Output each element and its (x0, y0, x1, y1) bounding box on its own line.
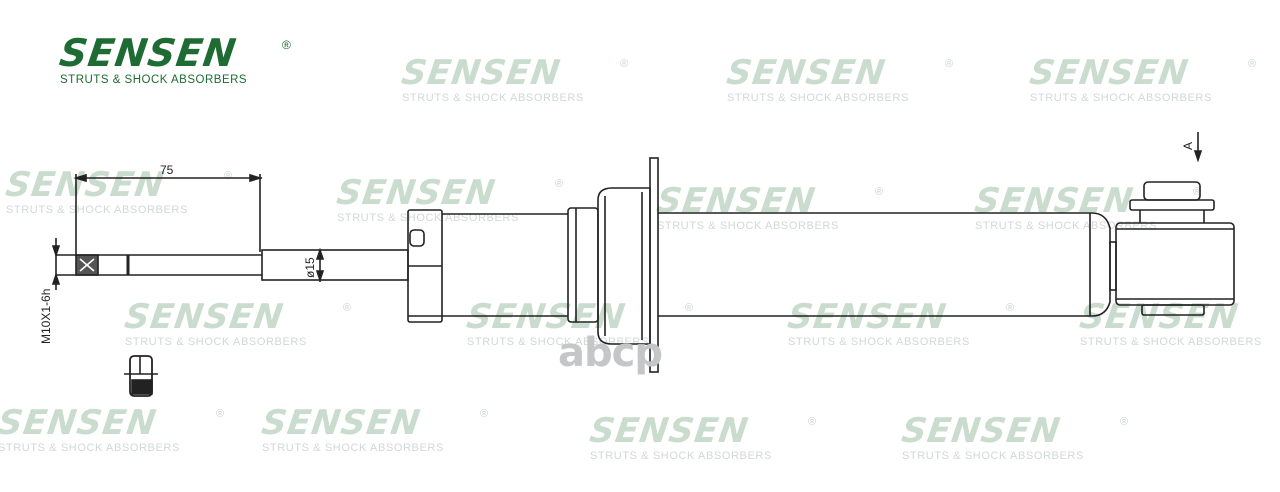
dimension-label-75: 75 (160, 163, 174, 177)
sensen-logo: SENSEN ® STRUTS & SHOCK ABSORBERS (56, 31, 300, 86)
registered-mark: ® (282, 38, 291, 52)
logo-brand: SENSEN (56, 31, 240, 75)
view-a-label: A (1181, 142, 1195, 150)
thread-spec-label: M10X1-6h (39, 289, 53, 344)
dimension-label-diameter: ø15 (303, 257, 317, 278)
abcp-watermark: abcp (558, 330, 663, 376)
logo-tagline: STRUTS & SHOCK ABSORBERS (60, 74, 248, 86)
